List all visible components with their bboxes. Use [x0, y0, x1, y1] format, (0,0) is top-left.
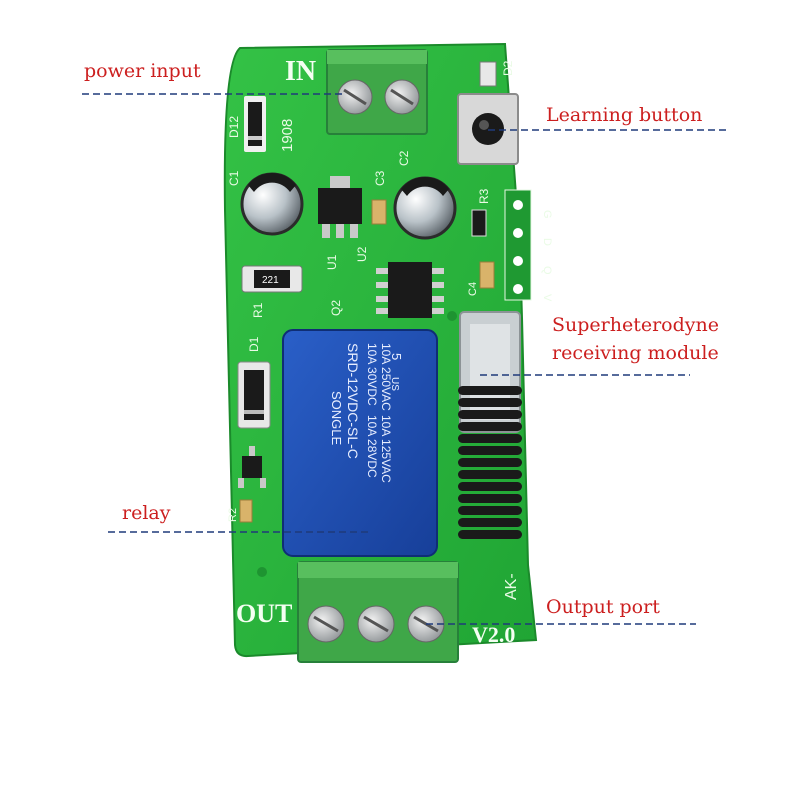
capacitor-c1	[240, 172, 304, 236]
relay-brand: SONGLE	[329, 391, 344, 446]
relay-spec-1: 10A 125VAC	[379, 415, 393, 483]
transistor-q2	[238, 446, 266, 488]
capacitor-c2	[393, 176, 457, 240]
silk-1908: 1908	[279, 119, 296, 152]
resistor-r1	[241, 265, 303, 293]
relay-us-mark: US	[389, 377, 400, 391]
label-relay: relay	[122, 502, 171, 524]
silk-d2: D2	[501, 60, 515, 76]
regulator-u1	[318, 176, 362, 238]
coil-turn	[458, 410, 522, 419]
silk-c4: C4	[467, 282, 479, 296]
coil-turn	[458, 530, 522, 539]
resistor-r2	[239, 499, 253, 523]
label-superhet-module-line2: receiving module	[552, 342, 719, 364]
silk-u1: U1	[325, 254, 339, 270]
silk-out-label: OUT	[236, 599, 292, 628]
resistor-r3	[471, 209, 487, 237]
silk-q2: Q2	[329, 300, 343, 316]
diode-d12	[244, 96, 266, 152]
label-power-input: power input	[84, 60, 201, 82]
coil-turn	[458, 518, 522, 527]
silk-r1: R1	[251, 302, 265, 318]
relay-num5: 5	[389, 353, 404, 360]
antenna-coil	[458, 386, 522, 539]
silk-in-label: IN	[285, 56, 316, 87]
relay-spec-3: 10A 250VAC	[379, 343, 393, 411]
silk-version: V2.0	[472, 622, 515, 647]
coil-turn	[458, 398, 522, 407]
output-terminal	[297, 561, 459, 663]
silk-r3: R3	[477, 188, 491, 204]
mounting-hole	[257, 567, 267, 577]
relay-spec-2: 10A 28VDC	[365, 415, 379, 478]
coil-turn	[458, 386, 522, 395]
pin-label-d: D	[541, 238, 553, 246]
coil-turn	[458, 458, 522, 467]
coil-turn	[458, 446, 522, 455]
silk-c2: C2	[397, 150, 411, 166]
silk-d12: D12	[227, 116, 241, 138]
pin-label-v: V	[541, 294, 553, 302]
relay-model: SRD-12VDC-SL-C	[345, 343, 361, 459]
coil-turn	[458, 482, 522, 491]
led-d2	[479, 61, 497, 87]
label-superhet-module-line1: Superheterodyne	[552, 314, 720, 336]
pin-label-q: Q	[541, 266, 553, 275]
coil-turn	[458, 422, 522, 431]
coil-turn	[458, 470, 522, 479]
silk-221: 221	[262, 275, 279, 286]
relay-component	[282, 329, 438, 557]
coil-turn	[458, 434, 522, 443]
silk-u2: U2	[355, 246, 369, 262]
power-input-terminal	[326, 49, 428, 135]
pin-header	[504, 189, 532, 301]
silk-d1: D1	[247, 336, 261, 352]
label-learning-button: Learning button	[546, 104, 703, 126]
coil-turn	[458, 494, 522, 503]
label-output-port: Output port	[546, 596, 660, 618]
coil-turn	[458, 506, 522, 515]
learning-button-component	[457, 93, 519, 165]
capacitor-c3	[371, 199, 387, 225]
mounting-hole	[447, 311, 457, 321]
capacitor-c4	[479, 261, 495, 289]
pin-label-g: G	[541, 210, 553, 219]
silk-ak: AK-	[503, 573, 520, 600]
relay-spec-4: 10A 30VDC	[365, 343, 379, 406]
diode-d1	[237, 361, 271, 429]
silk-r2: R2	[227, 508, 239, 522]
chip-u2	[376, 262, 444, 318]
silk-c1: C1	[227, 170, 241, 186]
silk-c3: C3	[373, 170, 387, 186]
